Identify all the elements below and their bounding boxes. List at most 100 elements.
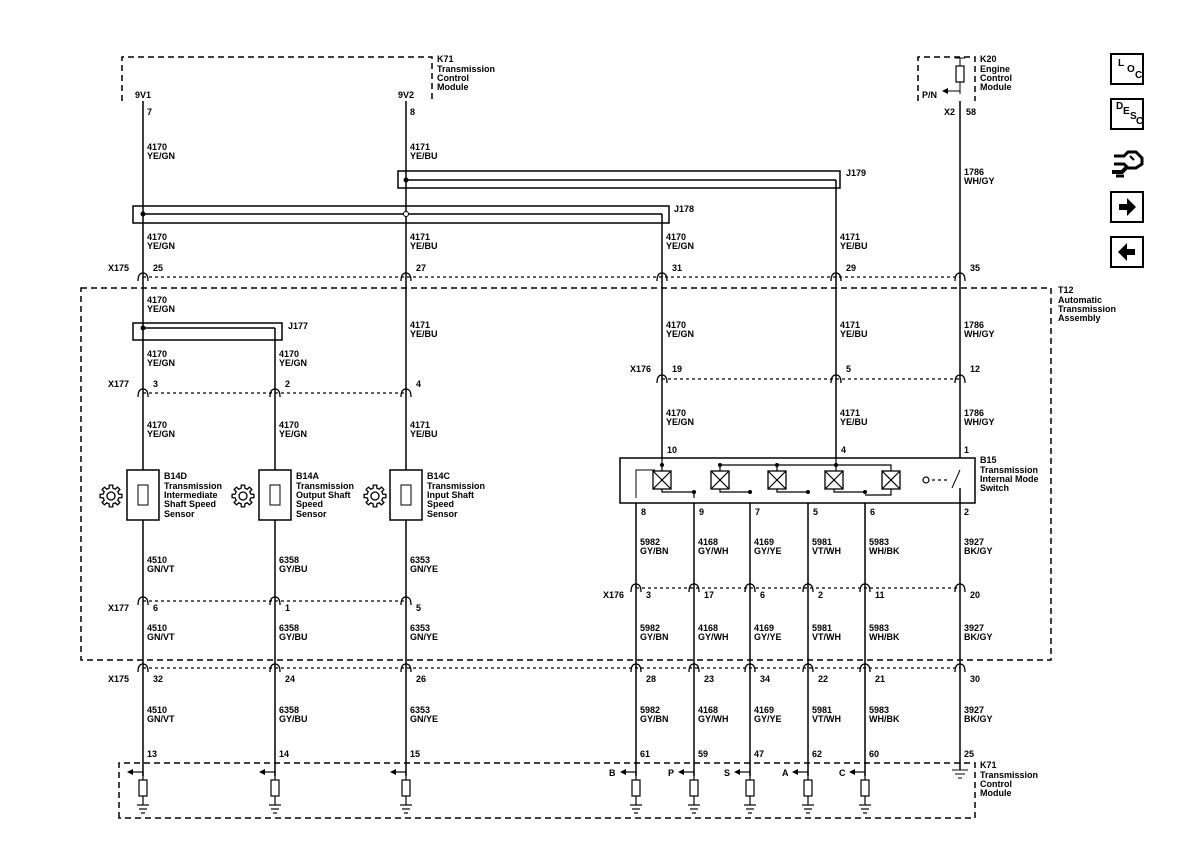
terminal-symbol bbox=[859, 663, 871, 673]
desc-button[interactable]: D E S C bbox=[1110, 98, 1144, 130]
wire-circuit-label: 4171 bbox=[410, 420, 430, 430]
wire-circuit-label: 1786 bbox=[964, 320, 984, 330]
wire-circuit-label: 4170 bbox=[147, 420, 167, 430]
svg-text:30: 30 bbox=[970, 674, 980, 684]
k20-module-box bbox=[917, 56, 976, 101]
wire-color-label: GY/BU bbox=[279, 714, 308, 724]
wire-circuit-label: 1786 bbox=[964, 408, 984, 418]
wire-circuit-label: 6358 bbox=[279, 555, 299, 565]
wire-color-label: GY/BN bbox=[640, 714, 669, 724]
svg-text:X177: X177 bbox=[108, 603, 129, 613]
svg-text:Transmission: Transmission bbox=[427, 481, 485, 491]
svg-text:B15: B15 bbox=[980, 455, 997, 465]
t12-assembly-label: T12 Automatic Transmission Assembly bbox=[1058, 285, 1116, 323]
wire-circuit-label: 6353 bbox=[410, 555, 430, 565]
terminal-symbol bbox=[137, 596, 149, 606]
switch-pin-2: 2 bbox=[964, 507, 969, 517]
mode-switch-node bbox=[748, 490, 752, 494]
connector-icon[interactable] bbox=[1110, 146, 1146, 182]
wire-circuit-label: 4169 bbox=[754, 705, 774, 715]
svg-text:J177: J177 bbox=[288, 321, 308, 331]
svg-text:13: 13 bbox=[147, 749, 157, 759]
terminal-symbol bbox=[630, 663, 642, 673]
sensor-b14d: B14D Transmission Intermediate Shaft Spe… bbox=[126, 469, 222, 521]
splice-j179: J179 bbox=[397, 168, 866, 189]
wire-color-label: GN/VT bbox=[147, 564, 175, 574]
terminal-symbol bbox=[400, 272, 412, 282]
svg-text:Module: Module bbox=[980, 788, 1012, 798]
wire-circuit-label: 5982 bbox=[640, 623, 660, 633]
svg-text:14: 14 bbox=[279, 749, 289, 759]
terminal-symbol bbox=[802, 663, 814, 673]
switch-pin-8: 8 bbox=[641, 507, 646, 517]
k71-bottom-pins: 13 14 15 61 59 47 62 60 25 bbox=[147, 749, 974, 759]
svg-text:4: 4 bbox=[416, 379, 421, 389]
wire-labels: 4170YE/GN4171YE/BU1786WH/GY4170YE/GN4171… bbox=[147, 142, 995, 724]
wire-circuit-label: 4170 bbox=[147, 232, 167, 242]
wire-color-label: GN/VT bbox=[147, 632, 175, 642]
svg-text:Sensor: Sensor bbox=[427, 509, 458, 519]
switch-pin-5: 5 bbox=[813, 507, 818, 517]
wire-color-label: YE/BU bbox=[410, 241, 438, 251]
wire-color-label: GN/VT bbox=[147, 714, 175, 724]
svg-text:Transmission: Transmission bbox=[296, 481, 354, 491]
svg-text:6: 6 bbox=[153, 603, 158, 613]
wire-color-label: YE/GN bbox=[666, 417, 694, 427]
svg-text:B14D: B14D bbox=[164, 471, 188, 481]
connector-x175-bottom: X175 32 24 26 28 23 34 22 21 30 bbox=[108, 667, 980, 684]
switch-pin-7: 7 bbox=[755, 507, 760, 517]
sensor-b14c: B14C Transmission Input Shaft Speed Sens… bbox=[389, 469, 485, 521]
wire-color-label: GY/YE bbox=[754, 714, 782, 724]
svg-text:Shaft Speed: Shaft Speed bbox=[164, 499, 216, 509]
wire-color-label: YE/BU bbox=[410, 329, 438, 339]
terminal-symbol bbox=[269, 596, 281, 606]
svg-text:Control: Control bbox=[980, 779, 1012, 789]
svg-text:Internal Mode: Internal Mode bbox=[980, 474, 1039, 484]
mode-switch-contact bbox=[922, 469, 961, 503]
connector-x177-bottom: X177 6 1 5 bbox=[108, 600, 421, 613]
wire-circuit-label: 6353 bbox=[410, 623, 430, 633]
svg-text:J178: J178 bbox=[674, 204, 694, 214]
wire-color-label: GN/YE bbox=[410, 564, 438, 574]
loc-button[interactable]: L O C bbox=[1110, 53, 1144, 85]
terminal-symbol bbox=[656, 272, 668, 282]
k71-input-circuit bbox=[390, 769, 412, 814]
terminal-symbol bbox=[859, 583, 871, 593]
splice-j177: J177 bbox=[132, 321, 308, 341]
wire-circuit-label: 4168 bbox=[698, 537, 718, 547]
wire-circuit-label: 4171 bbox=[410, 320, 430, 330]
wire-color-label: GY/BU bbox=[279, 632, 308, 642]
svg-text:A: A bbox=[782, 768, 789, 778]
k71-input-letters: B P S A C bbox=[609, 768, 846, 778]
wire-circuit-label: 6358 bbox=[279, 623, 299, 633]
svg-text:Sensor: Sensor bbox=[164, 509, 195, 519]
wire-circuit-label: 5983 bbox=[869, 705, 889, 715]
previous-page-button[interactable] bbox=[1110, 236, 1144, 268]
mode-switch-trace bbox=[661, 489, 695, 498]
mode-switch-cell bbox=[652, 470, 672, 490]
next-page-button[interactable] bbox=[1110, 191, 1144, 223]
terminal-symbol bbox=[400, 596, 412, 606]
svg-text:6: 6 bbox=[760, 590, 765, 600]
wire-color-label: YE/BU bbox=[840, 241, 868, 251]
svg-text:Automatic: Automatic bbox=[1058, 295, 1102, 305]
wire-color-label: GY/WH bbox=[698, 546, 729, 556]
svg-text:2: 2 bbox=[818, 590, 823, 600]
svg-text:Output Shaft: Output Shaft bbox=[296, 490, 351, 500]
svg-text:Control: Control bbox=[437, 73, 469, 83]
mode-switch-trace bbox=[865, 489, 892, 496]
terminal-symbol bbox=[269, 388, 281, 398]
wire-color-label: YE/BU bbox=[840, 329, 868, 339]
gear-icons bbox=[99, 484, 387, 508]
svg-text:X175: X175 bbox=[108, 263, 129, 273]
wire-circuit-label: 4168 bbox=[698, 623, 718, 633]
svg-text:24: 24 bbox=[285, 674, 295, 684]
svg-text:Speed: Speed bbox=[427, 499, 454, 509]
wire-circuit-label: 3927 bbox=[964, 537, 984, 547]
wire-circuit-label: 4510 bbox=[147, 555, 167, 565]
mode-switch-node bbox=[660, 463, 664, 467]
wire-circuit-label: 1786 bbox=[964, 167, 984, 177]
wire-color-label: BK/GY bbox=[964, 546, 993, 556]
svg-text:Transmission: Transmission bbox=[980, 465, 1038, 475]
wire-color-label: GY/WH bbox=[698, 714, 729, 724]
